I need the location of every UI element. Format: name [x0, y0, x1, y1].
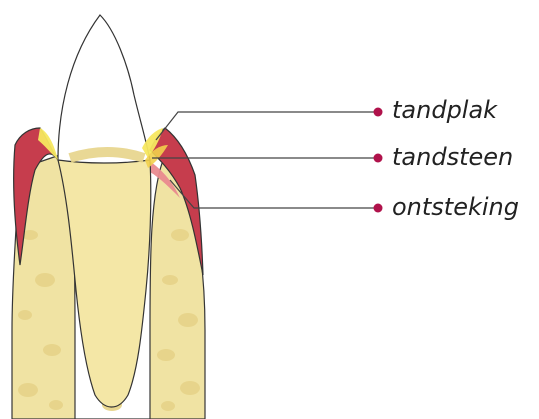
label-tandplak: tandplak — [392, 98, 497, 122]
marker-ontsteking — [374, 204, 383, 213]
label-ontsteking: ontsteking — [392, 195, 519, 219]
label-tandsteen: tandsteen — [392, 145, 513, 169]
marker-tandsteen — [374, 154, 383, 163]
marker-tandplak — [374, 108, 383, 117]
